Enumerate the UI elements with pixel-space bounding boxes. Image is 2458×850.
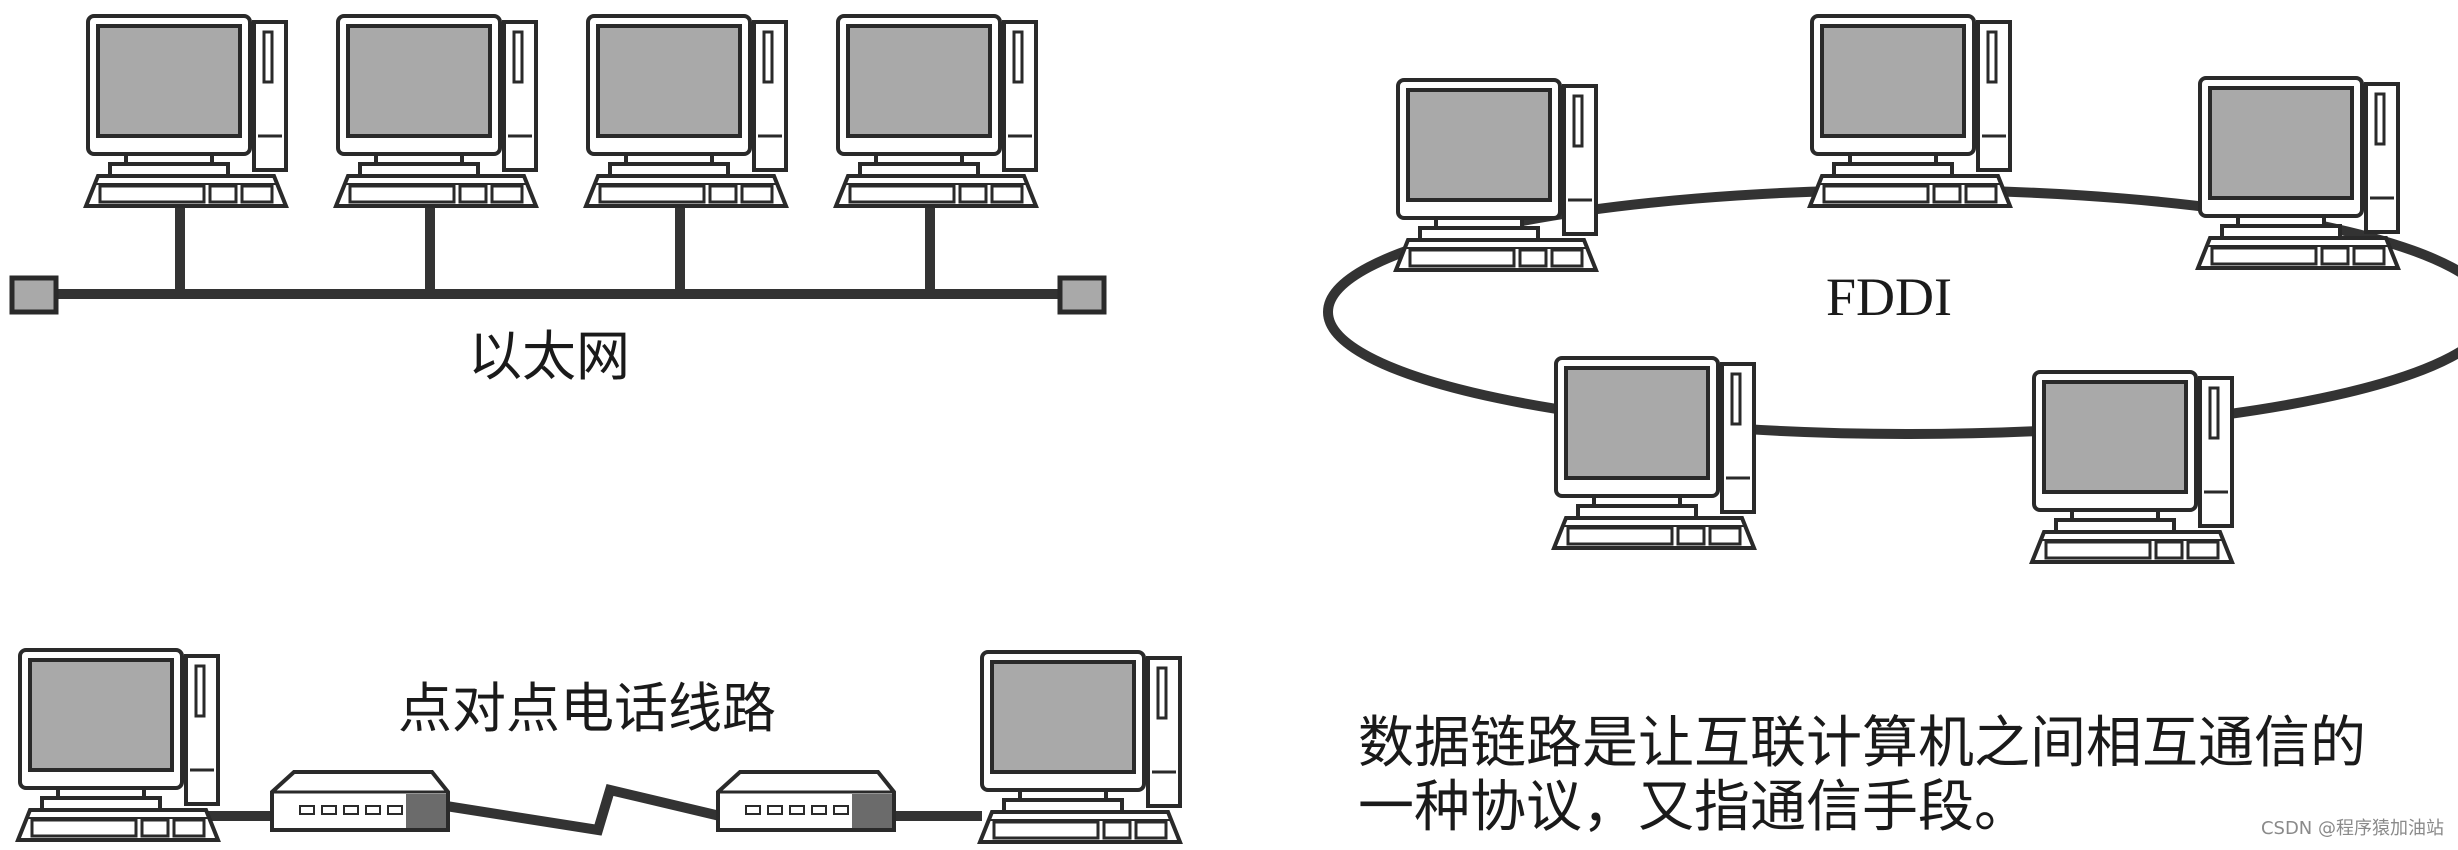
watermark: CSDN @程序猿加油站: [2260, 818, 2444, 839]
point-to-point-label: 点对点电话线路: [398, 677, 776, 740]
ethernet-computer-4: [834, 14, 1038, 208]
ptp-computer-left: [16, 648, 220, 842]
ptp-computer-right: [978, 650, 1182, 844]
ethernet-computer-3: [584, 14, 788, 208]
fddi-computer-1: [1394, 78, 1598, 272]
ethernet-computer-2: [334, 14, 538, 208]
fddi-computer-4: [1552, 356, 1756, 550]
ethernet-bus: [9, 206, 1107, 315]
ethernet-computer-1: [84, 14, 288, 208]
fddi-label: FDDI: [1826, 267, 1953, 327]
caption-line-1: 数据链路是让互联计算机之间相互通信的: [1358, 711, 2366, 776]
fddi-computer-2: [1808, 14, 2012, 208]
fddi-computer-5: [2030, 370, 2234, 564]
data-link-caption: 数据链路是让互联计算机之间相互通信的 一种协议，又指通信手段。: [1358, 712, 2438, 840]
modem-left: [270, 770, 450, 832]
modem-right: [716, 770, 896, 832]
fddi-computer-3: [2196, 76, 2400, 270]
ethernet-label: 以太网: [468, 325, 630, 388]
caption-line-2: 一种协议，又指通信手段。: [1358, 775, 2030, 840]
